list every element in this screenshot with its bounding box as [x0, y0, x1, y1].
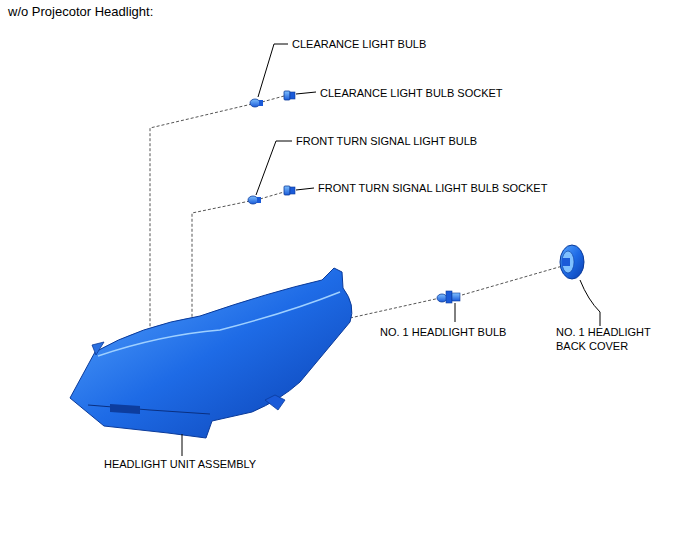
part-label: NO. 1 HEADLIGHT BULB	[380, 325, 506, 339]
headlight-housing	[70, 268, 352, 438]
turn-signal-bulb	[248, 196, 261, 204]
part-label: FRONT TURN SIGNAL LIGHT BULB	[296, 134, 477, 148]
clearance-bulb	[250, 99, 263, 107]
assembly-line	[150, 96, 566, 330]
part-label: CLEARANCE LIGHT BULB SOCKET	[320, 86, 503, 100]
part-label: CLEARANCE LIGHT BULB	[292, 37, 426, 51]
back-cover	[560, 245, 584, 279]
headlight-bulb	[437, 291, 460, 303]
diagram-title: w/o Projecotor Headlight:	[8, 4, 153, 20]
leader-line	[182, 44, 600, 456]
part-label: NO. 1 HEADLIGHT BACK COVER	[556, 325, 681, 353]
part-label: HEADLIGHT UNIT ASSEMBLY	[104, 457, 256, 471]
turn-signal-socket	[284, 186, 295, 195]
part-label: FRONT TURN SIGNAL LIGHT BULB SOCKET	[318, 181, 547, 195]
clearance-socket	[284, 91, 295, 100]
